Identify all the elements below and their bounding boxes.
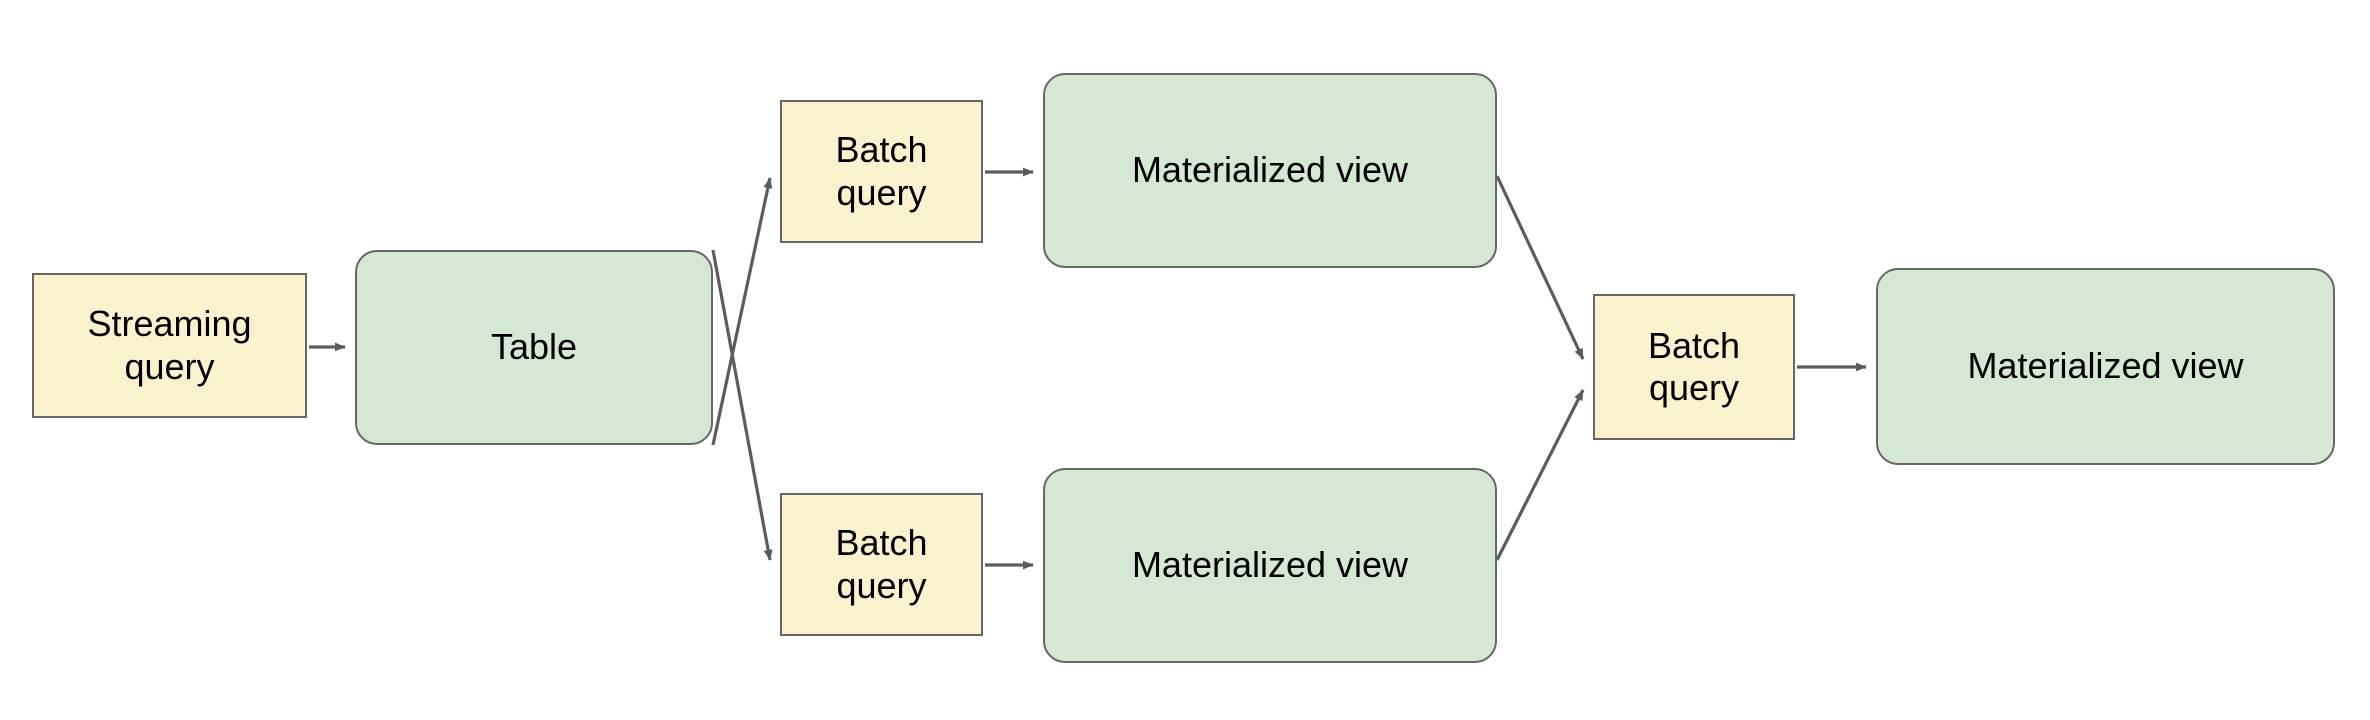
node-materialized-view-final[interactable]: Materialized view: [1876, 268, 2335, 465]
edge-mv-bottom-to-batch-join: [1495, 389, 1585, 561]
edge-table-to-batch-top: [711, 177, 773, 446]
edge-table-to-batch-bottom: [711, 249, 773, 561]
node-batch-query-bottom[interactable]: Batch query: [780, 493, 983, 636]
node-label-table: Table: [490, 326, 578, 368]
node-label-materialized-view-bottom: Materialized view: [1131, 544, 1409, 586]
node-label-batch-query-top: Batch query: [835, 129, 928, 213]
node-batch-query-join[interactable]: Batch query: [1593, 294, 1795, 440]
node-materialized-view-top[interactable]: Materialized view: [1043, 73, 1497, 268]
node-label-materialized-view-final: Materialized view: [1967, 345, 2244, 387]
node-label-batch-query-bottom: Batch query: [835, 522, 928, 606]
node-label-batch-query-join: Batch query: [1647, 324, 1741, 408]
node-streaming-query[interactable]: Streaming query: [32, 273, 307, 418]
node-label-materialized-view-top: Materialized view: [1131, 149, 1409, 191]
edge-mv-top-to-batch-join: [1495, 175, 1585, 360]
node-label-streaming-query: Streaming query: [87, 303, 252, 387]
node-batch-query-top[interactable]: Batch query: [780, 100, 983, 243]
node-table[interactable]: Table: [355, 250, 713, 445]
node-materialized-view-bottom[interactable]: Materialized view: [1043, 468, 1497, 663]
